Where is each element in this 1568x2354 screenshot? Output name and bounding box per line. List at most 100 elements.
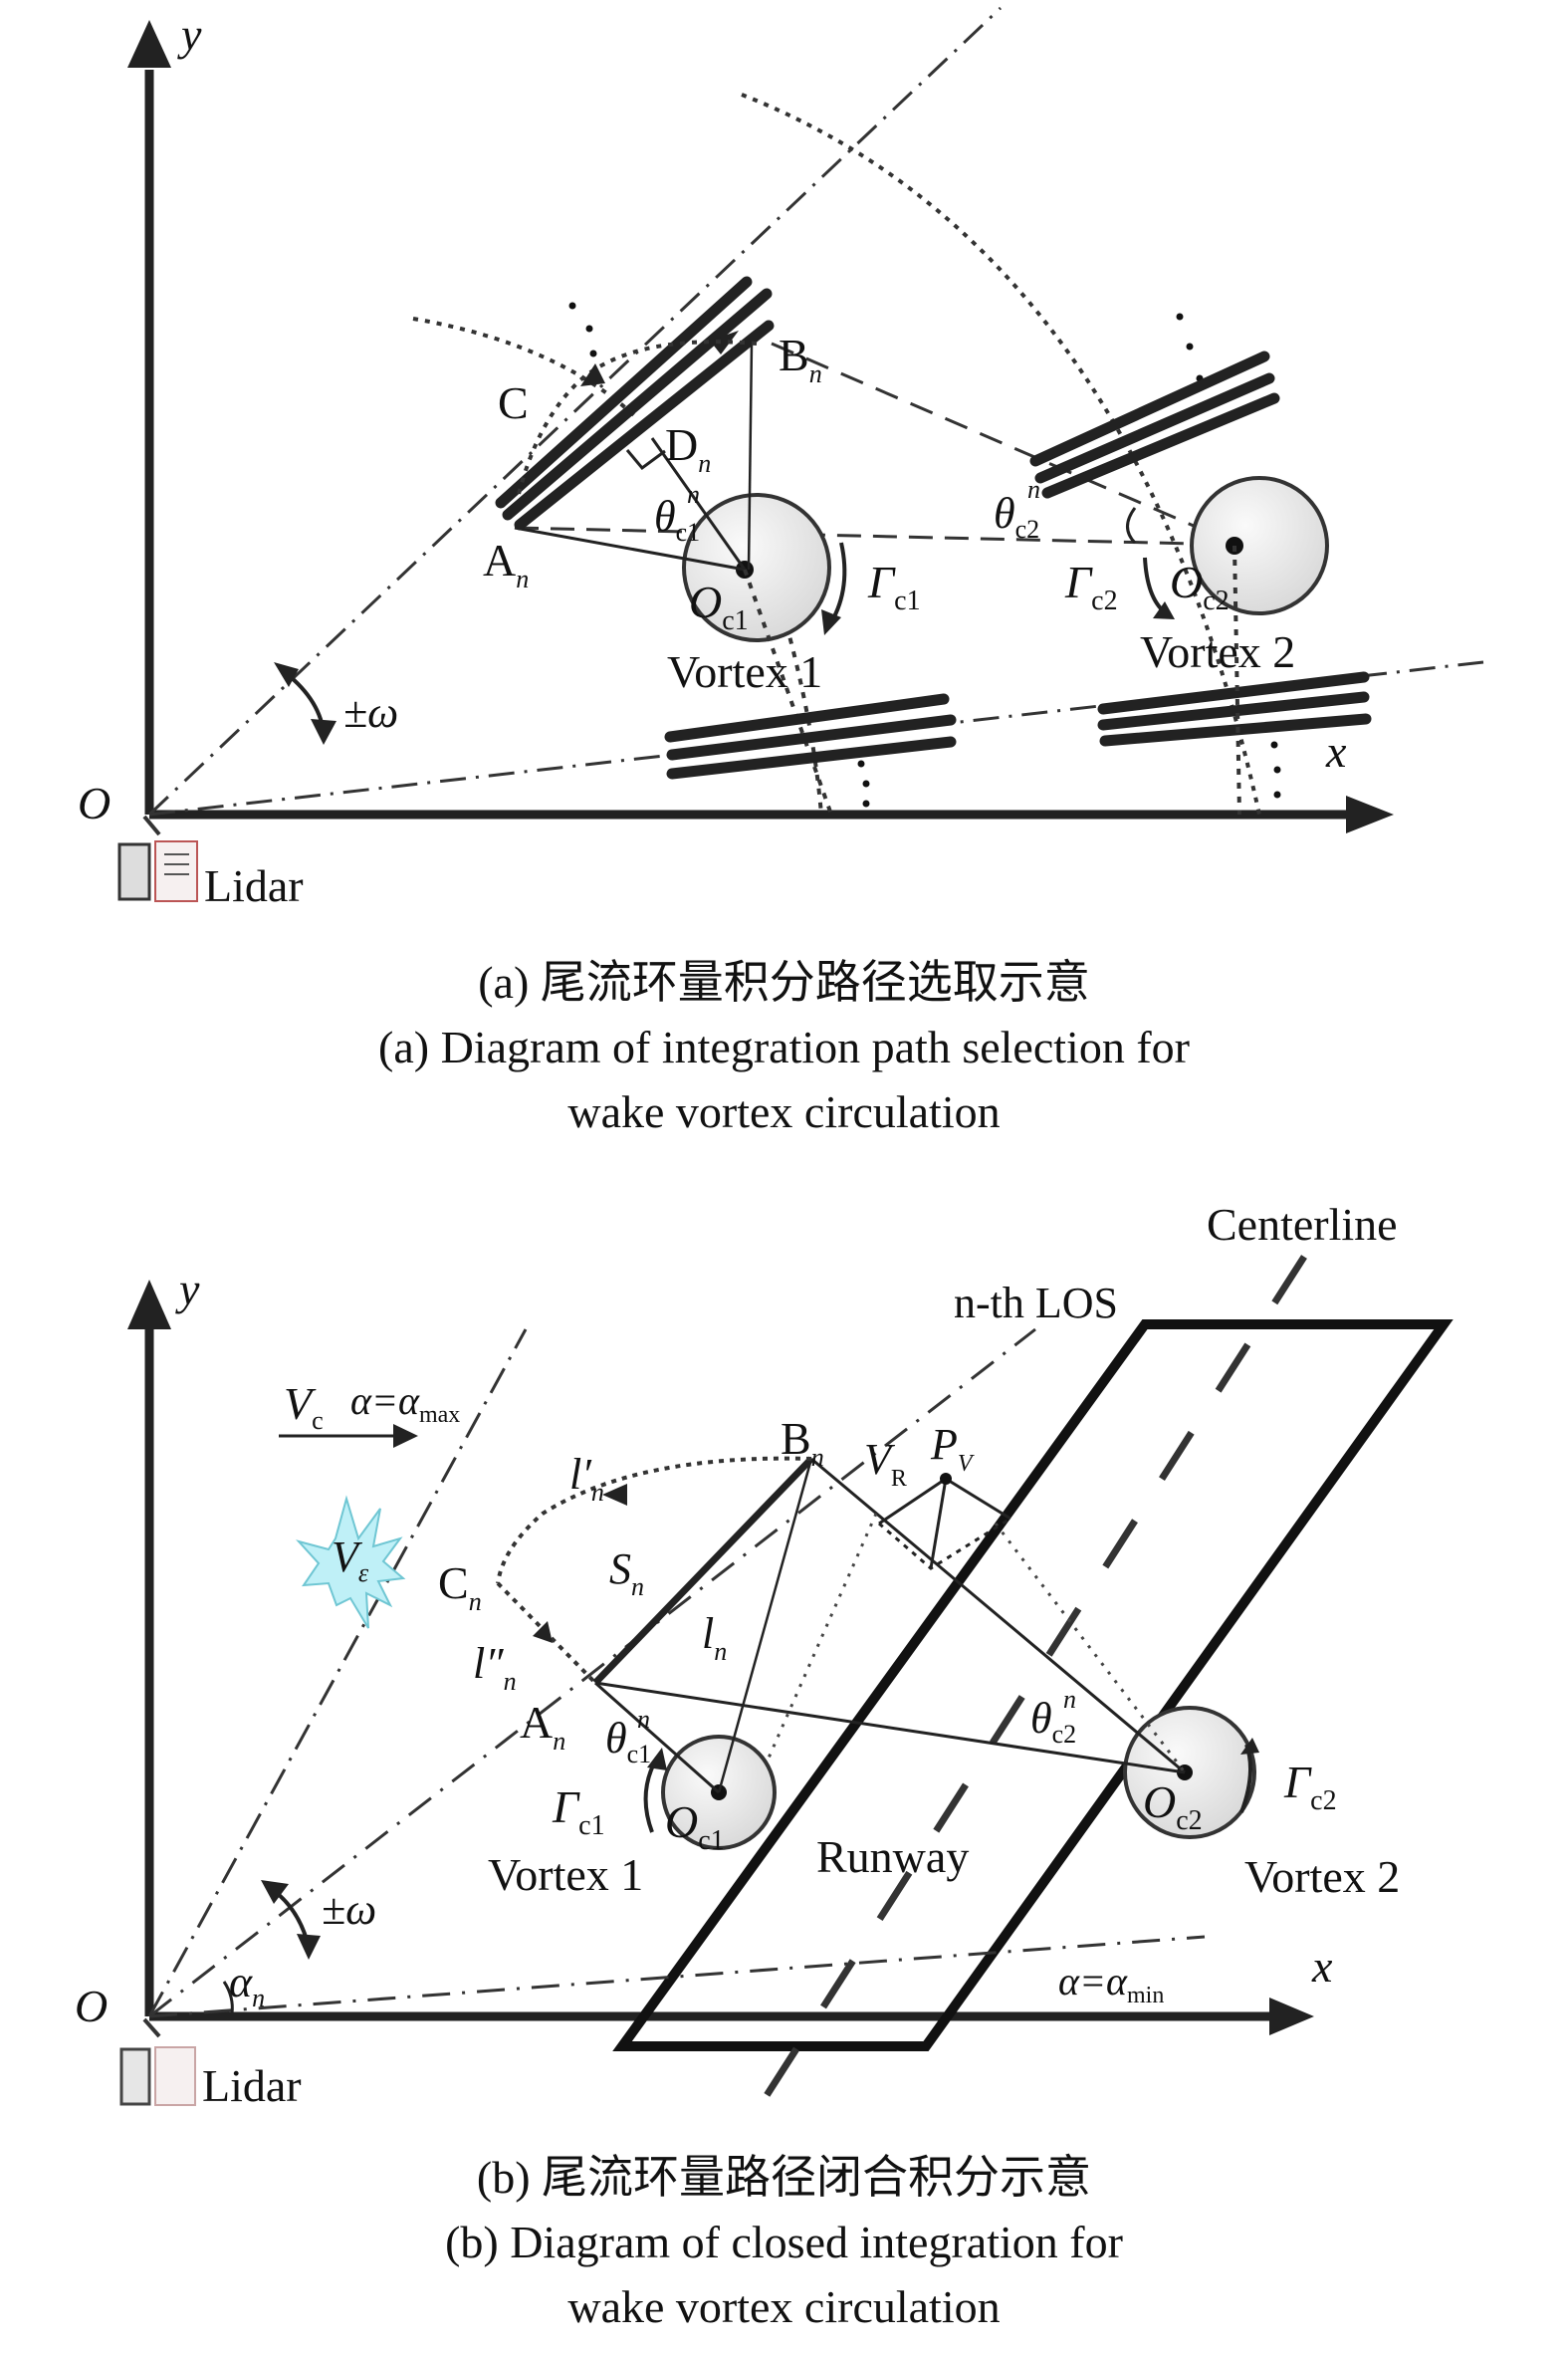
path-arrow-ab	[637, 339, 732, 418]
origin-b-label: O	[75, 1981, 108, 2031]
a-oc2-line-b	[594, 1681, 1186, 1774]
los-line	[148, 1327, 1036, 2018]
velocity-vectors	[878, 1477, 1011, 1570]
b-oc1-line-b	[717, 1458, 813, 1793]
scan-line-upper	[147, 6, 1003, 817]
point-b-b-label: Bn	[781, 1413, 824, 1472]
omega-arrow-b-down-icon	[297, 1934, 321, 1960]
alpha-min-line	[148, 1935, 1206, 2018]
turbulence-star-icon	[295, 1495, 406, 1629]
caption-b-en-2: wake vortex circulation	[567, 2281, 1001, 2332]
scan-rate-label: ±ω	[343, 688, 398, 737]
theta-c1-sup: n	[687, 480, 700, 509]
core-c1-label: Oc1	[689, 577, 749, 636]
b-oc2-line-b	[810, 1457, 1186, 1774]
caption-b-en-1: (b) Diagram of closed integration for	[445, 2217, 1123, 2267]
y-axis-arrow-icon	[127, 20, 171, 68]
caption-a-en-2: wake vortex circulation	[567, 1086, 1001, 1137]
origin-label: O	[78, 778, 111, 828]
point-a-label: An	[483, 535, 529, 593]
lidar-icon	[117, 815, 198, 902]
range-arc	[412, 93, 1261, 816]
arc-ln-prime-arrow-icon	[602, 1484, 627, 1506]
alpha-max-label: α=αmax	[350, 1378, 460, 1428]
gamma-c2-label: Γc2	[1064, 557, 1118, 616]
vortex-1-b-label: Vortex 1	[488, 1849, 643, 1900]
oc1-radial-dotted	[743, 569, 833, 816]
pv-label: PV	[930, 1420, 975, 1477]
crosswind-label: Vc	[284, 1378, 324, 1435]
x-axis-b-arrow-icon	[1269, 1998, 1314, 2035]
l-prime-label: l′n	[569, 1450, 604, 1507]
c-n-label: Cn	[438, 1557, 482, 1616]
los-label: n-th LOS	[954, 1279, 1118, 1327]
right-angle-mark	[625, 449, 666, 471]
caption-a-en-1: (a) Diagram of integration path selectio…	[378, 1022, 1190, 1072]
gamma-c2-arrow	[1143, 557, 1167, 614]
arc-ln-dprime-arrow-icon	[533, 1621, 553, 1643]
caption-b-cn: (b) 尾流环量路径闭合积分示意	[476, 2152, 1092, 2203]
l-n-label: ln	[702, 1609, 727, 1666]
x-axis-arrow-icon	[1346, 796, 1394, 833]
gamma-c2-b-label: Γc2	[1283, 1757, 1337, 1816]
caption-a-cn: (a) 尾流环量积分路径选取示意	[478, 957, 1090, 1008]
path-arrow-ab-icon	[710, 331, 739, 354]
gamma-c2-arrow-icon	[1153, 601, 1175, 619]
y-axis-label: y	[177, 9, 202, 60]
vortex-2-core	[1190, 476, 1329, 615]
gamma-c1-arrow-b	[643, 1757, 659, 1833]
los-stripes-ab	[495, 276, 775, 531]
d-oc1-line	[650, 437, 747, 571]
x-axis-b-label: x	[1311, 1941, 1333, 1992]
centerline-label: Centerline	[1207, 1199, 1398, 1250]
arc-arrow-icon	[580, 363, 605, 386]
b-oc1-line	[747, 343, 754, 571]
arc-ln-prime	[496, 1456, 812, 1584]
s-n-label: Sn	[609, 1544, 644, 1601]
gamma-c2-arrow-b-icon	[1240, 1738, 1259, 1755]
point-d-label: Dn	[665, 419, 711, 478]
theta-c2-label: θc2	[994, 489, 1039, 544]
b-to-oc2-line	[771, 342, 1238, 547]
alpha-n-arc	[222, 1981, 234, 2014]
vortex-1-label: Vortex 1	[667, 646, 822, 697]
segment-ln	[592, 1456, 814, 1686]
gamma-c1-label: Γc1	[867, 557, 921, 616]
panel-b: y x O Lidar ±ω αn α=αmax α=αmin Vc Vε n-…	[75, 1199, 1454, 2113]
panel-a: y x O Lidar ±ω C Bn Dn An θc1 n Oc1 Γc1 …	[78, 6, 1484, 911]
los-stripes-bottom-1	[664, 693, 957, 780]
omega-arrow-b-up-icon	[261, 1880, 289, 1904]
gamma-c1-arrow-icon	[821, 609, 841, 635]
point-c-label: C	[498, 377, 529, 428]
a-oc1-line-b	[594, 1681, 720, 1794]
pv-point	[940, 1473, 952, 1485]
theta-c2-b-sup: n	[1063, 1685, 1076, 1714]
runway-centerline	[754, 1255, 1307, 2113]
lidar-label: Lidar	[204, 860, 304, 911]
oc2-radial-dotted	[1232, 545, 1241, 816]
point-b-label: Bn	[779, 330, 822, 388]
a-oc1-line	[514, 526, 746, 572]
vr-label: VR	[864, 1435, 907, 1492]
alpha-n-label: αn	[229, 1958, 265, 2012]
theta-c2-arc	[1126, 507, 1137, 545]
theta-c1-b-label: θc1	[605, 1714, 651, 1768]
dotted-cone-b	[765, 1513, 1187, 1773]
centre-line	[514, 526, 1238, 547]
gamma-c1-arrow-b-icon	[647, 1748, 667, 1770]
gamma-c1-arrow	[829, 542, 847, 623]
runway-label: Runway	[816, 1831, 969, 1882]
omega-arrow-down-icon	[311, 719, 336, 745]
theta-c2-b-label: θc2	[1030, 1694, 1076, 1749]
turbulence-label: Vε	[332, 1532, 369, 1587]
core-c1-b-label: Oc1	[665, 1796, 725, 1856]
ellipsis-dots-a	[568, 302, 1281, 808]
vortex-2-label: Vortex 2	[1140, 626, 1295, 677]
lidar-b-label: Lidar	[202, 2060, 302, 2111]
x-axis-label: x	[1325, 726, 1347, 777]
scan-rate-b-label: ±ω	[322, 1885, 376, 1934]
los-stripes-bottom-2	[1097, 671, 1372, 747]
theta-c1-label: θc1	[654, 492, 700, 547]
vortex-2-b-label: Vortex 2	[1244, 1851, 1400, 1902]
